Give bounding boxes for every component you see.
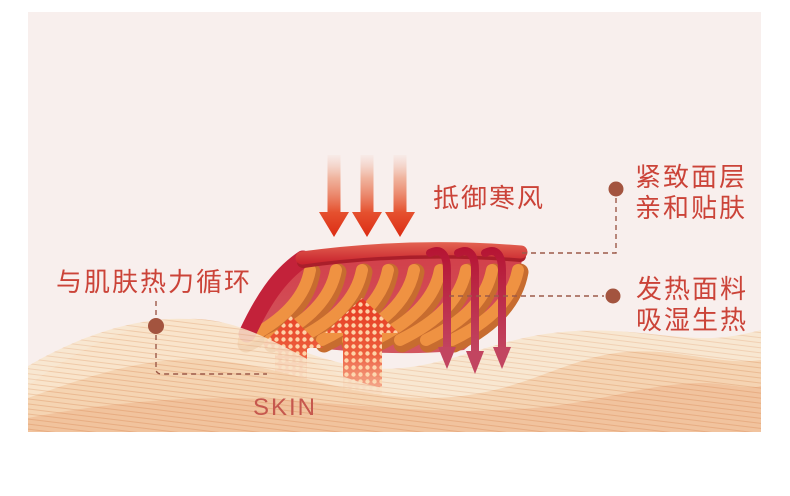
circulation-label: 与肌肤热力循环 [56,267,253,297]
callout-lines [155,197,617,375]
callout-dot-surface [608,181,624,197]
cold-wind-arrow-icon [352,155,382,237]
callout-dots [148,181,624,334]
callout-dot-circulation [148,318,164,334]
surface-layer-label-line2: 亲和贴肤 [635,193,748,223]
wind-label: 抵御寒风 [433,183,546,213]
surface-layer-label-line1: 紧致面层 [635,162,748,192]
fabric-left-edge-band [238,250,312,343]
cold-wind-arrows [319,155,415,237]
callout-line-surface [522,197,617,254]
heating-fabric-label-line1: 发热面料 [636,274,749,304]
callout-dot-fabric [605,288,621,304]
surface-layer-label: 紧致面层 亲和贴肤 [635,162,747,224]
heating-fabric-label: 发热面料 吸湿生热 [636,274,748,336]
cold-wind-arrow-icon [385,155,415,237]
heating-fabric-label-line2: 吸湿生热 [636,305,749,335]
skin-label: SKIN [253,394,318,421]
callout-line-circulation [155,335,267,375]
moisture-arrows [426,247,511,374]
cold-wind-arrow-icon [319,155,349,237]
